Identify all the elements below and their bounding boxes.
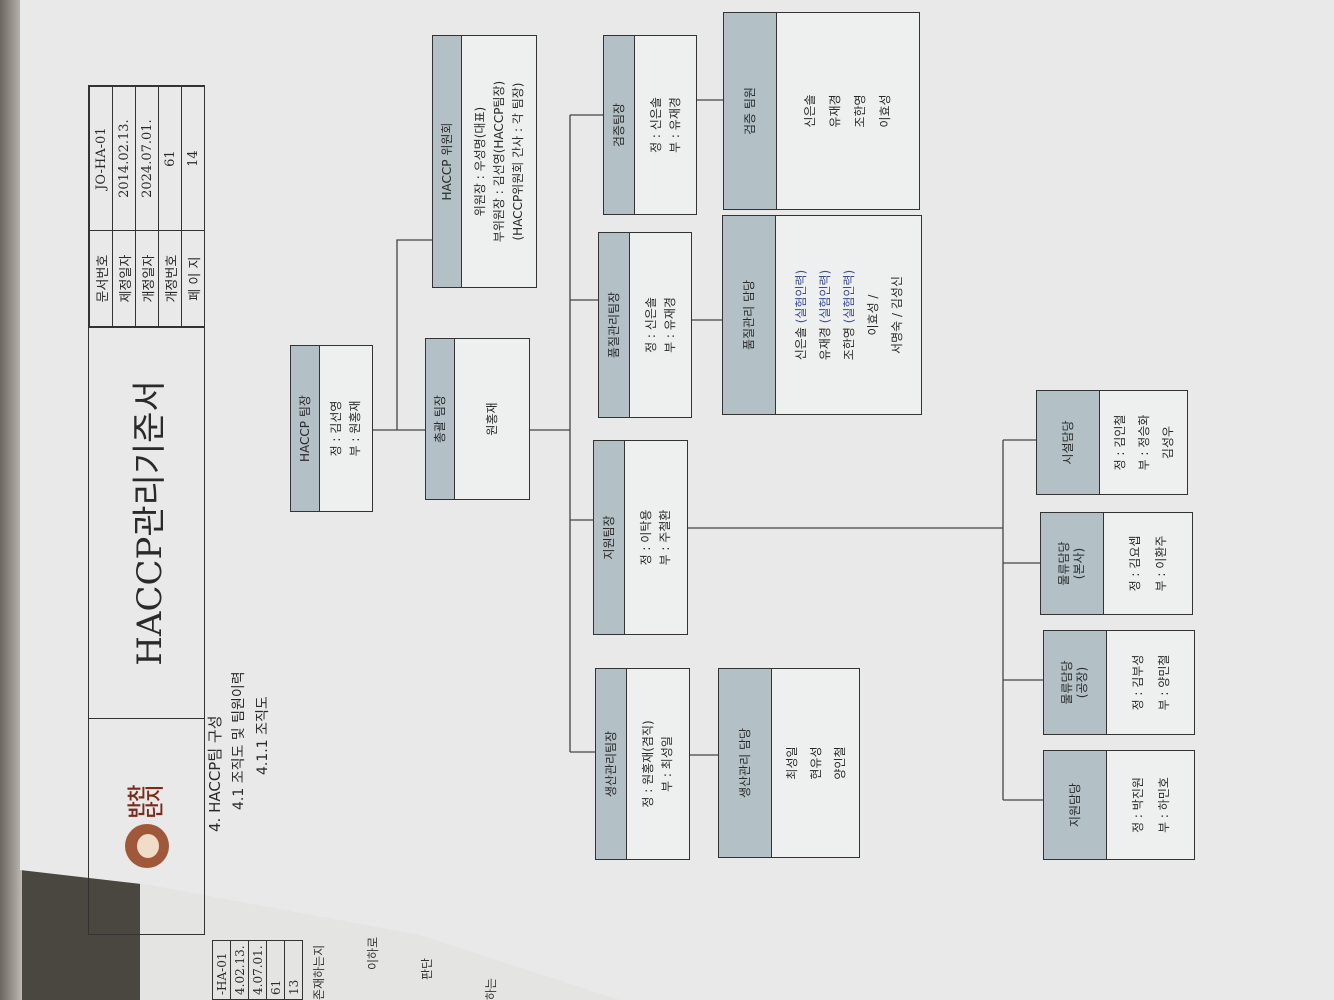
- member: 신은솔 (실험인력): [793, 269, 808, 361]
- box-support-staff: 지원담당 정 : 박진원 부 : 하민호: [1043, 750, 1195, 860]
- member: 부 : 주철환: [658, 509, 672, 566]
- box-title: 물류담당: [1057, 541, 1071, 586]
- member: 신은솔: [803, 94, 817, 128]
- member: 부 : 원홍재: [348, 400, 362, 457]
- box-title: 지원팀장: [594, 441, 625, 634]
- member: 정 : 원홍재(겸직): [641, 720, 655, 808]
- member: 김성우: [1160, 425, 1175, 460]
- box-logistics-factory: 물류담당(공장) 정 : 김부성 부 : 양민철: [1043, 630, 1195, 735]
- box-logistics-hq: 물류담당(본사) 정 : 김요셉 부 : 이환주: [1040, 512, 1193, 615]
- box-title: 생산관리팀장: [596, 669, 627, 859]
- box-title: HACCP 위원회: [433, 36, 462, 287]
- box-production-leader: 생산관리팀장 정 : 원홍재(겸직) 부 : 최성일: [595, 668, 690, 860]
- member: 이효성: [878, 94, 892, 128]
- lab-staff-tag: (실험인력): [817, 269, 832, 324]
- member: 부 : 정승화: [1136, 414, 1151, 471]
- box-title: 총괄 팀장: [426, 339, 455, 499]
- box-title: 물류담당: [1060, 660, 1074, 705]
- member: 정 : 신은솔: [643, 297, 658, 353]
- member: 정 : 김부성: [1130, 654, 1145, 711]
- member: 최성일: [784, 746, 799, 780]
- member: 원홍재: [484, 402, 499, 436]
- member: 부위원장 : 김선영(HACCP팀장): [491, 80, 506, 243]
- lab-staff-tag: (실험인력): [793, 269, 808, 324]
- member: 부 : 하민호: [1156, 777, 1171, 833]
- box-title: HACCP 팀장: [291, 346, 320, 511]
- member: 정 : 신은솔: [648, 97, 663, 153]
- member: 정 : 김인철: [1112, 414, 1127, 471]
- member: 이효성 /: [865, 294, 880, 336]
- member: 유재경: [828, 94, 842, 128]
- box-title: 지원담당: [1044, 751, 1107, 859]
- box-subtitle: (본사): [1072, 547, 1086, 580]
- box-haccp-leader: HACCP 팀장 정 : 김선영 부 : 원홍재: [290, 345, 373, 512]
- desk-edge: [0, 0, 22, 1000]
- box-title: 검증 팀원: [724, 13, 777, 209]
- member: 서명숙 / 김성신: [889, 276, 904, 354]
- member: 정 : 김요셉: [1128, 535, 1142, 592]
- member: 조한영: [853, 94, 867, 128]
- member: 유재경 (실험인력): [817, 269, 832, 361]
- lab-staff-tag: (실험인력): [841, 269, 856, 324]
- member: 양인철: [832, 746, 847, 780]
- box-title: 생산관리 담당: [719, 669, 772, 857]
- box-quality-staff: 품질관리 담당 신은솔 (실험인력) 유재경 (실험인력) 조한영 (실험인력)…: [722, 215, 922, 415]
- box-title: 시설담당: [1037, 391, 1100, 494]
- member: 정 : 이탁용: [639, 509, 653, 566]
- member: 부 : 양민철: [1156, 654, 1171, 711]
- member: 정 : 김선영: [329, 400, 343, 457]
- box-facility-staff: 시설담당 정 : 김인철 부 : 정승화 김성우: [1036, 390, 1188, 495]
- member: (HACCP위원회 간사 : 각 팀장): [510, 82, 525, 241]
- member: 부 : 유재경: [662, 297, 677, 353]
- box-title: 품질관리팀장: [599, 233, 630, 417]
- box-general-leader: 총괄 팀장 원홍재: [425, 338, 530, 500]
- connector: [396, 239, 432, 430]
- box-quality-leader: 품질관리팀장 정 : 신은솔 부 : 유재경: [598, 232, 692, 418]
- box-haccp-committee: HACCP 위원회 위원장 : 우성명(대표) 부위원장 : 김선영(HACCP팀…: [432, 35, 537, 288]
- box-support-leader: 지원팀장 정 : 이탁용 부 : 주철환: [593, 440, 688, 635]
- box-verification-leader: 검증팀장 정 : 신은솔 부 : 유재경: [603, 35, 697, 215]
- member: 부 : 유재경: [667, 97, 682, 153]
- member: 부 : 최성일: [660, 736, 674, 792]
- member: 현유성: [808, 746, 823, 780]
- member: 위원장 : 우성명(대표): [472, 106, 487, 217]
- box-title: 품질관리 담당: [723, 216, 776, 414]
- box-subtitle: (공장): [1075, 666, 1089, 699]
- box-verification-staff: 검증 팀원 신은솔 유재경 조한영 이효성: [723, 12, 920, 210]
- box-title: 검증팀장: [604, 36, 635, 214]
- member: 정 : 박진원: [1130, 777, 1145, 833]
- box-production-staff: 생산관리 담당 최성일 현유성 양인철: [718, 668, 860, 858]
- member: 조한영 (실험인력): [841, 269, 856, 361]
- member: 부 : 이환주: [1154, 535, 1168, 592]
